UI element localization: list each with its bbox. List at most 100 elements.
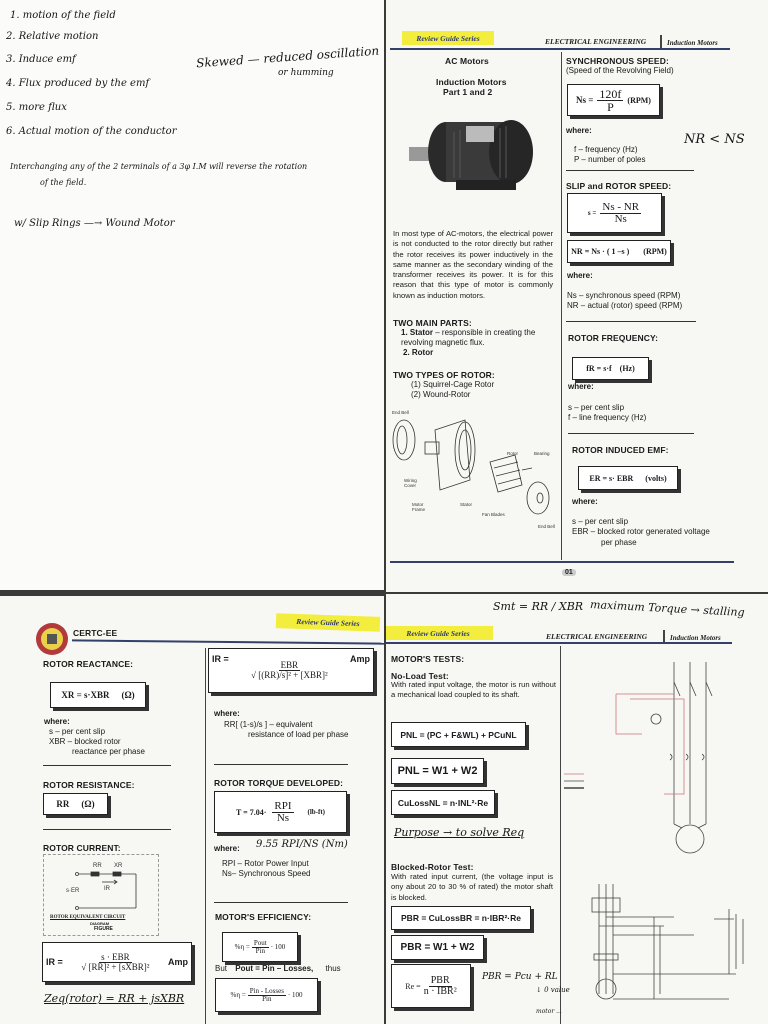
formula-unit: (RPM) bbox=[643, 247, 667, 256]
fig-label: Bearing bbox=[534, 451, 550, 456]
ebr-definition-2: per phase bbox=[601, 538, 637, 547]
formula-text: ER = s· EBR bbox=[589, 473, 634, 483]
subtitle: Induction Motors bbox=[436, 77, 507, 87]
noload-paragraph: With rated input voltage, the motor is r… bbox=[391, 680, 556, 700]
s-definition: s – per cent slip bbox=[49, 727, 106, 736]
formula-numerator: RPI bbox=[272, 799, 294, 813]
series-label: Review Guide Series bbox=[386, 626, 493, 640]
formula-unit: Amp bbox=[168, 957, 188, 967]
note-item: 2. Relative motion bbox=[6, 31, 99, 42]
freq-heading: ROTOR FREQUENCY: bbox=[568, 333, 659, 343]
slip-heading: SLIP and ROTOR SPEED: bbox=[566, 181, 672, 191]
fline-definition: f – line frequency (Hz) bbox=[568, 413, 647, 422]
circuit-label: IR bbox=[104, 886, 110, 892]
note-skewed: Skewed — reduced oscillation bbox=[195, 43, 380, 71]
rpi-definition: RPI – Rotor Power Input bbox=[222, 859, 309, 868]
formula-text: fR = s·f bbox=[586, 364, 612, 373]
formula-lhs: s = bbox=[587, 209, 597, 217]
rotor-type-1: (1) Squirrel-Cage Rotor bbox=[411, 380, 495, 389]
formula-numerator: EBR bbox=[278, 660, 301, 671]
pbr-formula-1: PBR = CuLossBR = n·IBR²·Re bbox=[391, 906, 531, 930]
parts-heading: TWO MAIN PARTS: bbox=[393, 318, 472, 328]
formula-unit: (Ω) bbox=[121, 690, 135, 700]
topic-label: Induction Motors bbox=[670, 634, 721, 642]
pnl-formula-2: PNL = W1 + W2 bbox=[391, 758, 484, 784]
thus-label: thus bbox=[325, 964, 341, 973]
formula-numerator: Pin - Losses bbox=[247, 986, 286, 996]
circuit-caption-3: FIGURE bbox=[94, 926, 113, 932]
blocked-heading: Blocked-Rotor Test: bbox=[391, 862, 474, 872]
p-definition: P – number of poles bbox=[574, 155, 646, 164]
rr-definition: RR[ (1-s)/s ] – equivalent bbox=[224, 720, 313, 729]
page-number: 01 bbox=[562, 569, 576, 576]
fig-label: Wiring Cover bbox=[404, 478, 417, 488]
fig-label: End Bell bbox=[538, 524, 555, 529]
note-interchange: Interchanging any of the 2 terminals of … bbox=[10, 162, 308, 171]
s-definition: s – per cent slip bbox=[568, 403, 625, 412]
ebr-definition: EBR – blocked rotor generated voltage bbox=[572, 527, 710, 536]
equivalent-circuit-figure: RR XR s·ER IR ROTOR EQUIVALENT CIRCUIT D… bbox=[43, 854, 159, 936]
formula-unit: (Ω) bbox=[81, 799, 95, 809]
where-label: where: bbox=[566, 126, 592, 135]
rotor-current-formula: IR = s · EBR√ [RR]² + [sXBR]² Amp bbox=[42, 942, 192, 982]
guide-page-01: Review Guide Series ELECTRICAL ENGINEERI… bbox=[386, 0, 768, 592]
noload-heading: No-Load Test: bbox=[391, 671, 449, 681]
formula-lhs: %η = bbox=[230, 991, 246, 999]
formula-text: RR bbox=[56, 799, 70, 809]
title: AC Motors bbox=[445, 56, 489, 66]
formula-numerator: Ns - NR bbox=[600, 200, 642, 214]
note-item: 4. Flux produced by the emf bbox=[6, 78, 150, 89]
motor-exploded-diagram bbox=[392, 419, 550, 515]
pbr-formula-2: PBR = W1 + W2 bbox=[391, 935, 484, 960]
intro-paragraph: In most type of AC-motors, the electrica… bbox=[393, 229, 553, 300]
formula-denominator: √ [(RR)/s]² + [XBR]² bbox=[251, 670, 328, 680]
note-pbr: PBR = Pcu + RL bbox=[482, 972, 558, 982]
fig-label: Stator bbox=[460, 502, 473, 507]
circuit-label: s·ER bbox=[66, 888, 80, 894]
formula-lhs: %η = bbox=[234, 943, 250, 951]
rotor-reactance-formula: XR = s·XBR (Ω) bbox=[50, 682, 146, 708]
star-delta-starter-diagram bbox=[591, 884, 744, 1000]
formula-unit: (Hz) bbox=[619, 364, 635, 373]
formula-numerator: PBR bbox=[428, 974, 452, 987]
where-label: where: bbox=[568, 382, 594, 391]
note-pbr-2: ↓ 0 value bbox=[536, 986, 570, 994]
org-name: CERTC-EE bbox=[73, 628, 118, 638]
fig-label: Motor Frame bbox=[412, 502, 426, 512]
stator-term: 1. Stator bbox=[401, 328, 434, 337]
formula-lhs: T = 7.04· bbox=[235, 807, 267, 817]
note-skewed-2: or humming bbox=[278, 68, 334, 78]
pout-relation: Pout = Pin – Losses, bbox=[235, 964, 314, 973]
circuit-label: XR bbox=[114, 863, 123, 869]
nr-definition: NR – actual (rotor) speed (RPM) bbox=[567, 301, 683, 310]
note-pbr-3: motor ... bbox=[536, 1008, 562, 1015]
emf-heading: ROTOR INDUCED EMF: bbox=[572, 445, 669, 455]
formula-lhs: Ns = bbox=[576, 95, 594, 105]
formula-lhs: IR = bbox=[46, 957, 63, 967]
topic-label: Induction Motors bbox=[667, 39, 718, 47]
circuit-caption: ROTOR EQUIVALENT CIRCUIT bbox=[50, 915, 126, 920]
note-purpose: Purpose → to solve Req bbox=[394, 826, 525, 839]
rotor-term: 2. Rotor bbox=[403, 348, 434, 357]
formula-text: XR = s·XBR bbox=[61, 690, 110, 700]
stator-desc: – responsible in creating the bbox=[433, 328, 536, 337]
formula-denominator: n · IBR² bbox=[423, 985, 457, 997]
certc-logo bbox=[36, 623, 68, 655]
sync-heading: SYNCHRONOUS SPEED: bbox=[566, 56, 669, 66]
circuit-label: RR bbox=[93, 863, 102, 869]
rotor-frequency-formula: fR = s·f (Hz) bbox=[572, 357, 649, 380]
ns-definition: Ns – synchronous speed (RPM) bbox=[567, 291, 681, 300]
formula-unit: (lb-ft) bbox=[307, 808, 326, 816]
formula-numerator: Pout bbox=[251, 938, 269, 948]
note-nr-less-ns: NR < NS bbox=[684, 132, 745, 147]
note-interchange-2: of the field. bbox=[40, 178, 87, 187]
formula-lhs: Re = bbox=[405, 981, 421, 991]
note-item: 1. motion of the field bbox=[10, 10, 116, 21]
note-item: 6. Actual motion of the conductor bbox=[6, 126, 177, 137]
formula-unit: (RPM) bbox=[627, 95, 651, 105]
